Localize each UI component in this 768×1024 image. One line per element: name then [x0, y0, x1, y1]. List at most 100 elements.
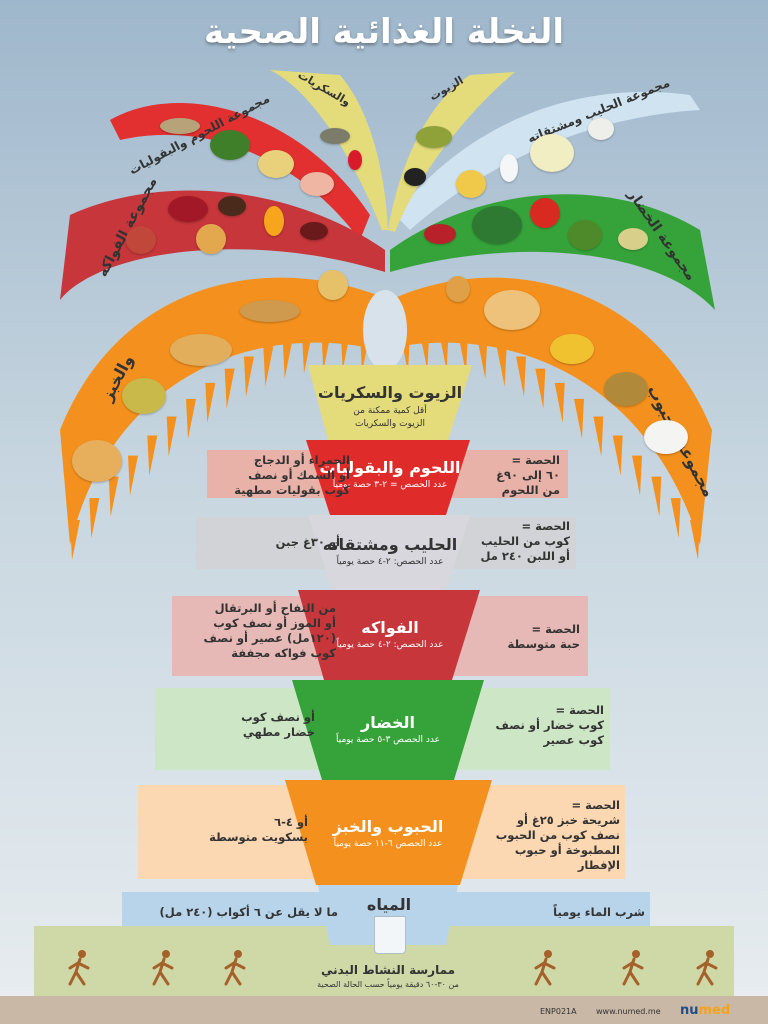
- frond-spike: [166, 416, 177, 457]
- tier-milk-right: الحصة = كوب من الحليب أو اللبن ٢٤٠ مل: [480, 519, 570, 563]
- food-image: [484, 290, 540, 330]
- tier-milk-title: الحليب ومشتقاته: [322, 535, 458, 554]
- tier-grain-right: الحصة = شريحة خبز ٢٥غ أو نصف كوب من الحب…: [495, 798, 620, 872]
- tier-grain-title: الحبوب والخبز: [332, 817, 444, 836]
- tier-meat-title: اللحوم والبقوليات: [319, 458, 461, 477]
- tier-grain-left: أو ٤-٦ بسكويت متوسطة: [209, 815, 308, 844]
- frond-veg: [390, 194, 715, 310]
- tier-oils-sub2: الزيوت والسكريات: [355, 419, 425, 429]
- food-image: [240, 300, 300, 322]
- food-image: [618, 228, 648, 250]
- food-image: [320, 128, 350, 144]
- tier-milk-left: أو ٣٠غ جبن: [275, 535, 340, 549]
- frond-spike: [670, 498, 681, 539]
- food-image: [72, 440, 122, 482]
- frond-spike: [516, 356, 526, 397]
- food-image: [550, 334, 594, 364]
- food-image: [500, 154, 518, 182]
- running-icon: [218, 948, 254, 988]
- frond-oils: [388, 72, 515, 232]
- frond-spike: [244, 356, 254, 397]
- footer-code: ENP021A: [540, 1007, 577, 1016]
- frond-spike: [70, 520, 80, 560]
- food-image: [300, 222, 328, 240]
- frond-spikes: [70, 330, 700, 560]
- food-image: [348, 150, 362, 170]
- tier-veg-sub: عدد الحصص ٣-٥ حصة يومياً: [335, 735, 440, 745]
- frond-spike: [321, 330, 332, 371]
- tier-milk-sub: عدد الحصص: ٢-٤ حصة يومياً: [336, 557, 444, 567]
- tier-veg-right: الحصة = كوب خضار أو نصف كوب عصير: [495, 703, 604, 747]
- frond-spike: [419, 330, 430, 371]
- frond-spike: [554, 382, 565, 423]
- tier-meat-sub: عدد الحصص = ٢-٣ حصة يومياً: [332, 480, 448, 490]
- frond-spike: [496, 346, 507, 387]
- numed-logo: numed: [680, 1003, 731, 1018]
- frond-spike: [574, 398, 584, 439]
- frond-spike: [593, 416, 604, 457]
- activity-title: ممارسة النشاط البدني: [320, 963, 456, 977]
- food-image: [218, 196, 246, 216]
- tier-fruit-right: الحصة = حبة متوسطة: [507, 622, 580, 651]
- frond-spike: [458, 333, 468, 374]
- frond-spike: [282, 338, 293, 379]
- frond-spike: [263, 346, 274, 387]
- food-image: [416, 126, 452, 148]
- frond-spike: [186, 398, 196, 439]
- swimming-icon: [528, 948, 564, 988]
- hiking-icon: [690, 948, 726, 988]
- food-image: [264, 206, 284, 236]
- tier-water-left: ما لا يقل عن ٦ أكواب (٢٤٠ مل): [159, 905, 338, 919]
- food-image: [446, 276, 470, 302]
- food-image: [210, 130, 250, 160]
- tier-veg-left: أو نصف كوب خضار مطهي: [241, 710, 315, 739]
- frond-milk: [395, 91, 700, 230]
- frond-spike: [438, 330, 449, 371]
- frond-spike: [612, 435, 623, 476]
- food-image: [568, 220, 602, 250]
- frond-spike: [340, 330, 351, 371]
- tier-meat-left: الحمراء أو الدجاج أو السمك أو نصف كوب بق…: [234, 453, 350, 497]
- frond-spike: [224, 368, 235, 409]
- cycling-icon: [62, 948, 98, 988]
- frond-spike: [89, 498, 100, 539]
- food-image: [404, 168, 426, 186]
- food-image: [456, 170, 486, 198]
- tier-fruit-sub: عدد الحصص: ٢-٤ حصة يومياً: [336, 640, 444, 650]
- food-image: [160, 118, 200, 134]
- food-image: [530, 198, 560, 228]
- frond-spike: [535, 368, 546, 409]
- food-image: [122, 378, 166, 414]
- activity-sub: من ٣٠-٦٠ دقيقة يومياً حسب الحالة الصحية: [317, 980, 459, 989]
- frond-spike: [477, 338, 488, 379]
- food-image: [424, 224, 456, 244]
- tier-oils-sub1: أقل كمية ممكنة من: [353, 406, 427, 416]
- food-image: [472, 206, 522, 244]
- food-image: [168, 196, 208, 222]
- water-glass-icon: [374, 916, 406, 954]
- food-image: [258, 150, 294, 178]
- palm-hole: [363, 290, 407, 370]
- food-image: [530, 134, 574, 172]
- footer: [0, 996, 768, 1024]
- food-image: [300, 172, 334, 196]
- frond-spike: [302, 333, 312, 374]
- food-image: [170, 334, 232, 366]
- tier-meat-right: الحصة = ٦٠ إلى ٩٠غ من اللحوم: [496, 453, 560, 497]
- food-image: [588, 118, 614, 140]
- food-image: [126, 226, 156, 254]
- food-image: [318, 270, 348, 300]
- frond-spike: [128, 455, 138, 496]
- frond-spike: [205, 382, 216, 423]
- frond-spike: [632, 455, 642, 496]
- walking-icon: [146, 948, 182, 988]
- frond-spike: [147, 435, 158, 476]
- tier-fruit-title: الفواكه: [361, 618, 419, 637]
- frond-sweets: [270, 70, 388, 230]
- tier-fruit-left: من التفاح أو البرتقال أو الموز أو نصف كو…: [203, 601, 336, 660]
- tier-water-right: شرب الماء يومياً: [553, 905, 645, 919]
- tier-water-title: المياه: [366, 895, 412, 914]
- food-image: [644, 420, 688, 454]
- tier-veg-title: الخضار: [360, 713, 415, 732]
